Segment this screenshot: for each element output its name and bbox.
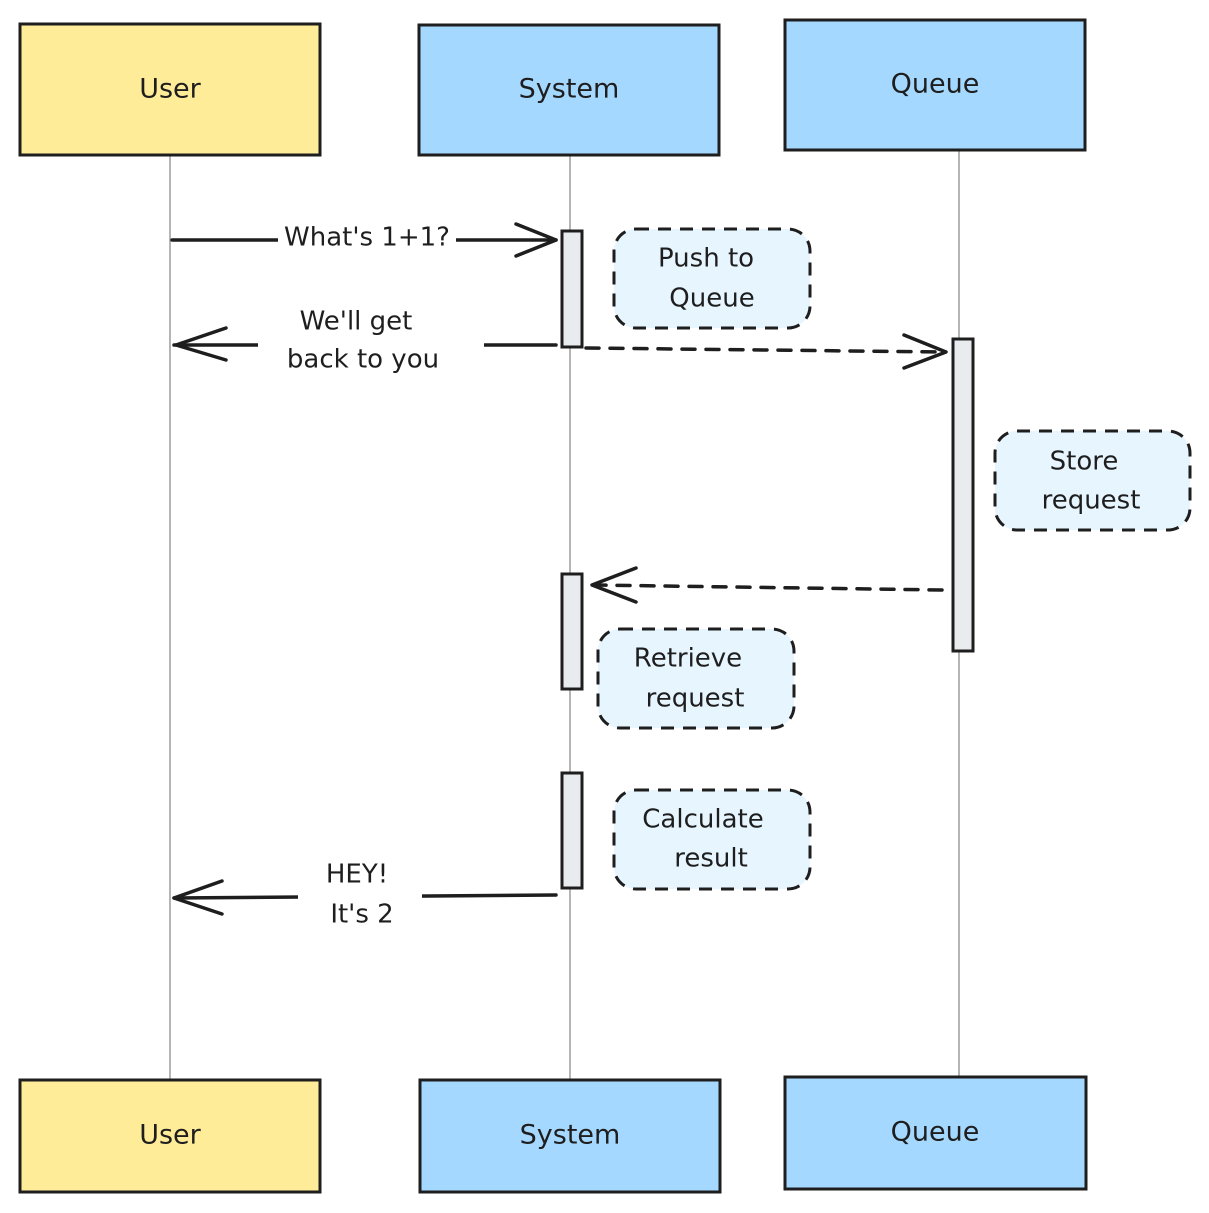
actor-queue-top-label: Queue	[891, 69, 980, 100]
message-answer: HEY! It's 2	[172, 856, 558, 936]
message-answer-label-line1: HEY!	[326, 860, 388, 890]
message-answer-label-line2: It's 2	[330, 900, 393, 930]
actor-system-top[interactable]: System	[417, 23, 721, 157]
note-push-line1: Push to	[658, 244, 754, 274]
message-reply-label-line1: We'll get	[300, 307, 413, 337]
note-retrieve-request: Retrieve request	[596, 627, 796, 730]
note-push-to-queue: Push to Queue	[612, 227, 812, 330]
actor-system-bottom[interactable]: System	[418, 1078, 722, 1194]
note-push-line2: Queue	[669, 284, 754, 314]
activation-system-3	[560, 771, 584, 890]
note-retrieve-line2: request	[646, 684, 745, 714]
message-push	[584, 333, 948, 370]
note-store-line2: request	[1042, 486, 1141, 516]
activation-system-1	[560, 229, 584, 349]
actor-user-bottom[interactable]: User	[18, 1078, 322, 1194]
actor-queue-bottom-label: Queue	[891, 1117, 980, 1148]
activation-queue	[951, 337, 975, 653]
note-store-line1: Store	[1050, 447, 1119, 477]
actor-queue-bottom[interactable]: Queue	[783, 1075, 1088, 1191]
actor-user-top[interactable]: User	[18, 22, 322, 157]
message-retrieve-line	[592, 583, 944, 592]
message-ask-label: What's 1+1?	[284, 223, 450, 253]
message-answer-label-bg	[298, 856, 422, 936]
message-push-line	[584, 346, 946, 354]
note-calc-line1: Calculate	[642, 805, 763, 835]
message-answer-arrowhead	[172, 879, 224, 916]
activation-system-2	[560, 572, 584, 691]
message-reply: We'll get back to you	[172, 302, 558, 382]
message-reply-arrowhead	[174, 326, 228, 362]
note-store-request: Store request	[993, 429, 1192, 532]
note-calc-line2: result	[674, 844, 748, 874]
message-reply-label-bg	[258, 302, 484, 382]
message-ask-arrowhead	[514, 222, 558, 258]
actor-queue-top[interactable]: Queue	[783, 18, 1087, 152]
actor-user-top-label: User	[139, 74, 201, 105]
message-retrieve-arrowhead	[590, 566, 638, 604]
actor-system-top-label: System	[519, 74, 620, 105]
actor-user-bottom-label: User	[139, 1120, 201, 1151]
message-push-arrowhead	[902, 333, 948, 370]
note-calculate-result: Calculate result	[612, 788, 812, 891]
message-retrieve	[590, 566, 944, 604]
message-ask-label-bg	[278, 220, 456, 258]
message-ask: What's 1+1?	[170, 220, 558, 258]
actor-system-bottom-label: System	[520, 1120, 621, 1151]
note-retrieve-line1: Retrieve	[634, 644, 742, 674]
message-reply-label-line2: back to you	[287, 345, 439, 375]
